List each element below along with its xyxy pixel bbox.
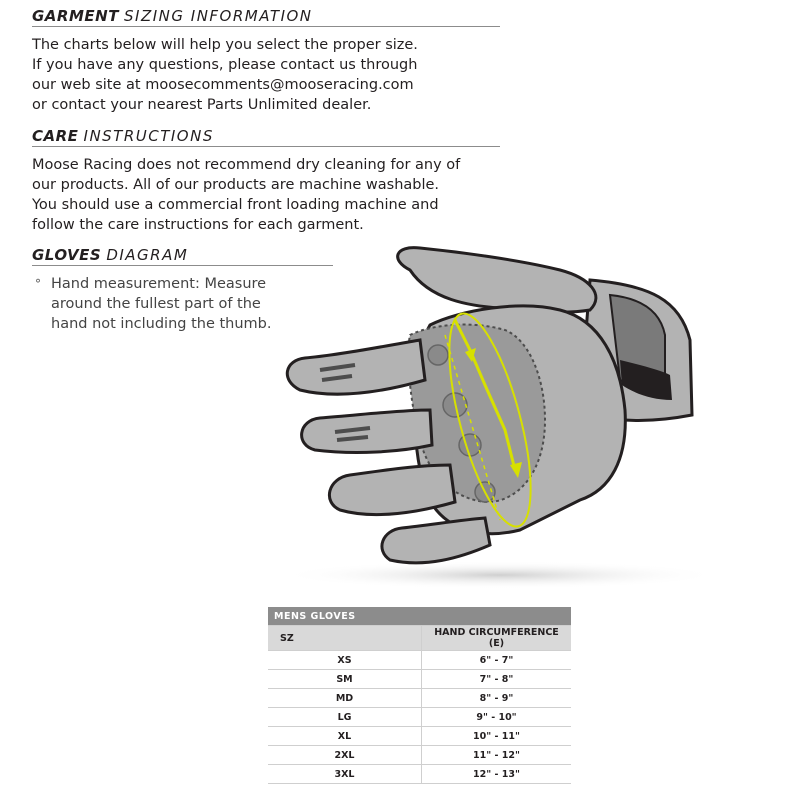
table-row: SM 7" - 8" (268, 669, 571, 689)
care-line: follow the care instructions for each ga… (32, 217, 364, 233)
size-cell: 3XL (268, 764, 422, 784)
glove-finger-middle (300, 408, 434, 454)
size-cell: LG (268, 707, 422, 727)
care-instructions-heading: CARE INSTRUCTIONS (32, 126, 500, 147)
finger-logo (319, 363, 356, 382)
glove-shadow (280, 561, 720, 589)
table-row: 3XL 12" - 13" (268, 764, 571, 784)
garment-line: The charts below will help you select th… (32, 37, 418, 53)
care-heading-light: INSTRUCTIONS (83, 127, 214, 145)
table-row: 2XL 11" - 12" (268, 745, 571, 765)
glove-finger-ring (328, 463, 457, 517)
measurement-arrowhead (510, 462, 522, 478)
size-cell: SM (268, 669, 422, 689)
bullet-line: Hand measurement: Measure (51, 276, 267, 292)
size-cell: MD (268, 688, 422, 708)
garment-sizing-heading: GARMENT SIZING INFORMATION (32, 6, 500, 27)
garment-heading-bold: GARMENT (32, 7, 119, 25)
glove-finger-index (286, 338, 427, 396)
table-title-row: MENS GLOVES (268, 607, 571, 626)
col-header-circumference: HAND CIRCUMFERENCE (E) (421, 625, 571, 651)
care-line: You should use a commercial front loadin… (32, 197, 439, 213)
bullet-mark: ° (35, 277, 41, 291)
garment-paragraph: The charts below will help you select th… (32, 35, 418, 115)
care-line: our products. All of our products are ma… (32, 177, 440, 193)
size-cell: XL (268, 726, 422, 746)
bullet-line: hand not including the thumb. (51, 316, 272, 332)
garment-heading-light: SIZING INFORMATION (124, 7, 313, 25)
glove-illustration (280, 246, 720, 589)
circumference-cell: 6" - 7" (421, 650, 571, 670)
measurement-loop (448, 312, 532, 528)
measurement-arrowhead (465, 348, 476, 362)
palm-pad-dot (427, 344, 449, 366)
circumference-cell: 11" - 12" (421, 745, 571, 765)
gloves-heading-bold: GLOVES (32, 246, 102, 264)
measurement-arrow (453, 319, 517, 471)
cuff-dark-band (620, 360, 672, 400)
garment-line: or contact your nearest Parts Unlimited … (32, 97, 372, 113)
glove-finger-pinky (380, 516, 492, 565)
size-cell: XS (268, 650, 422, 670)
circumference-cell: 10" - 11" (421, 726, 571, 746)
measurement-dashed (444, 334, 501, 521)
circumference-cell: 7" - 8" (421, 669, 571, 689)
garment-line: If you have any questions, please contac… (32, 57, 418, 73)
table-row: XS 6" - 7" (268, 650, 571, 670)
table-title: MENS GLOVES (268, 607, 571, 626)
garment-line: our web site at moosecomments@mooseracin… (32, 77, 414, 93)
circumference-cell: 12" - 13" (421, 764, 571, 784)
size-cell: 2XL (268, 745, 422, 765)
mens-gloves-size-table: MENS GLOVES SZ HAND CIRCUMFERENCE (E) XS… (268, 607, 571, 784)
glove-thumb (396, 246, 598, 314)
gloves-diagram-heading: GLOVES DIAGRAM (32, 245, 333, 266)
gloves-heading-light: DIAGRAM (106, 246, 189, 264)
table-header-row: SZ HAND CIRCUMFERENCE (E) (268, 625, 571, 651)
bullet-line: around the fullest part of the (51, 296, 261, 312)
care-heading-bold: CARE (32, 127, 79, 145)
table-row: LG 9" - 10" (268, 707, 571, 727)
care-line: Moose Racing does not recommend dry clea… (32, 157, 461, 173)
col-header-size: SZ (268, 625, 422, 651)
table-row: MD 8" - 9" (268, 688, 571, 708)
care-paragraph: Moose Racing does not recommend dry clea… (32, 155, 460, 235)
circumference-cell: 8" - 9" (421, 688, 571, 708)
circumference-cell: 9" - 10" (421, 707, 571, 727)
finger-logo (334, 426, 371, 442)
table-row: XL 10" - 11" (268, 726, 571, 746)
